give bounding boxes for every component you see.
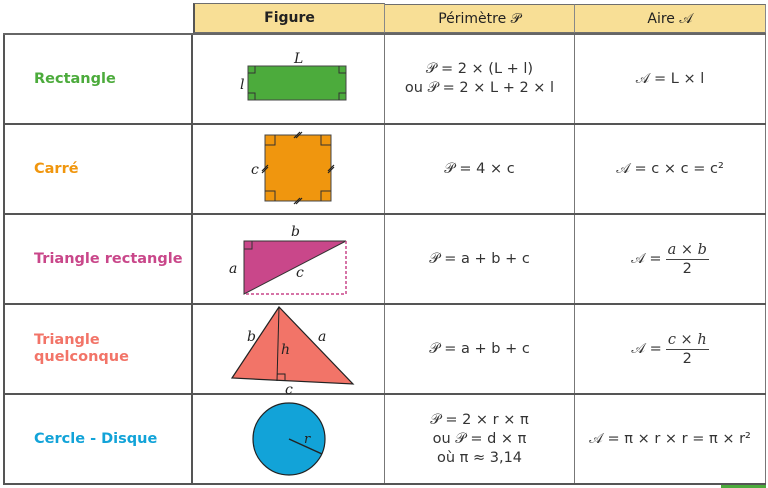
- figure-cercle: r: [193, 395, 385, 483]
- perimetre-formula: 𝒫 = 2 × (L + l) ou 𝒫 = 2 × L + 2 × l: [385, 35, 575, 123]
- table-top-border: [3, 33, 766, 35]
- fraction: c × h 2: [665, 331, 709, 367]
- equal-side-ticks: [261, 131, 334, 205]
- table-row-carre: Carré c 𝒫 = 4 × c 𝒜 = c × c = c²: [3, 125, 766, 215]
- label-a: a: [318, 329, 326, 345]
- right-triangle-figure-icon: b a c: [229, 224, 347, 295]
- rectangle-figure-icon: L l: [240, 51, 346, 101]
- aire-prefix: 𝒜 =: [631, 251, 662, 267]
- perimetre-line-2: ou 𝒫 = d × π: [432, 430, 527, 447]
- perimetre-formula: 𝒫 = a + b + c: [385, 215, 575, 303]
- header-figure: Figure: [193, 3, 385, 33]
- perimetre-line-1: 𝒫 = 2 × r × π: [430, 411, 529, 428]
- triangle-figure-icon: b a h c: [230, 306, 354, 394]
- perimetre-formula: 𝒫 = a + b + c: [385, 305, 575, 393]
- fraction-denominator: 2: [682, 260, 692, 277]
- shape-name-line-1: Triangle: [34, 332, 100, 348]
- shape-name-line-2: quelconque: [34, 349, 129, 365]
- shape-name: Carré: [3, 125, 193, 213]
- aire-formula: 𝒜 = c × h 2: [575, 305, 766, 393]
- label-c: c: [296, 265, 304, 281]
- green-accent-bar: [721, 485, 766, 488]
- fraction-denominator: 2: [682, 350, 692, 367]
- fraction-numerator: c × h: [665, 331, 709, 350]
- table-row-triangle-quelconque: Triangle quelconque b a h c 𝒫 = a + b + …: [3, 305, 766, 395]
- label-b: b: [291, 224, 300, 240]
- table-row-rectangle: Rectangle L l 𝒫 = 2 × (L + l) ou 𝒫 = 2 ×…: [3, 35, 766, 125]
- table-row-cercle: Cercle - Disque r 𝒫 = 2 × r × π ou 𝒫 = d…: [3, 395, 766, 485]
- shape-name: Rectangle: [3, 35, 193, 123]
- aire-formula: 𝒜 = c × c = c²: [575, 125, 766, 213]
- label-h: h: [281, 342, 290, 358]
- fraction-numerator: a × b: [665, 241, 709, 260]
- header-perimetre: Périmètre 𝒫: [385, 4, 575, 33]
- perimetre-formula: 𝒫 = 4 × c: [385, 125, 575, 213]
- figure-triangle-rectangle: b a c: [193, 215, 385, 303]
- shape-name: Triangle quelconque: [3, 305, 193, 393]
- figure-triangle-quelconque: b a h c: [193, 305, 385, 394]
- aire-formula: 𝒜 = π × r × r = π × r²: [575, 395, 766, 483]
- aire-prefix: 𝒜 =: [631, 341, 662, 357]
- aire-formula: 𝒜 = L × l: [575, 35, 766, 123]
- header-aire: Aire 𝒜: [575, 4, 766, 33]
- label-a: a: [229, 261, 237, 277]
- perimetre-line-1: 𝒫 = 4 × c: [444, 160, 515, 177]
- label-c: c: [285, 382, 293, 394]
- perimetre-line-3: où π ≈ 3,14: [436, 449, 523, 466]
- figure-carre: c: [193, 125, 385, 213]
- label-c: c: [251, 162, 259, 178]
- shape-name: Triangle rectangle: [3, 215, 193, 303]
- circle-figure-icon: r: [251, 402, 326, 476]
- perimetre-line-1: 𝒫 = a + b + c: [429, 250, 530, 267]
- label-l: l: [240, 77, 244, 93]
- label-L: L: [293, 51, 303, 67]
- square-figure-icon: c: [251, 131, 334, 205]
- perimetre-line-1: 𝒫 = a + b + c: [429, 340, 530, 357]
- perimetre-line-2: ou 𝒫 = 2 × L + 2 × l: [404, 80, 555, 96]
- table-row-triangle-rectangle: Triangle rectangle b a c 𝒫 = a + b + c 𝒜…: [3, 215, 766, 305]
- aire-formula: 𝒜 = a × b 2: [575, 215, 766, 303]
- perimetre-line-1: 𝒫 = 2 × (L + l): [425, 61, 534, 77]
- shape-name: Cercle - Disque: [3, 395, 193, 483]
- perimetre-formula: 𝒫 = 2 × r × π ou 𝒫 = d × π où π ≈ 3,14: [385, 395, 575, 483]
- label-r: r: [304, 432, 311, 447]
- fraction: a × b 2: [665, 241, 709, 277]
- figure-rectangle: L l: [193, 35, 385, 123]
- label-b: b: [247, 329, 256, 345]
